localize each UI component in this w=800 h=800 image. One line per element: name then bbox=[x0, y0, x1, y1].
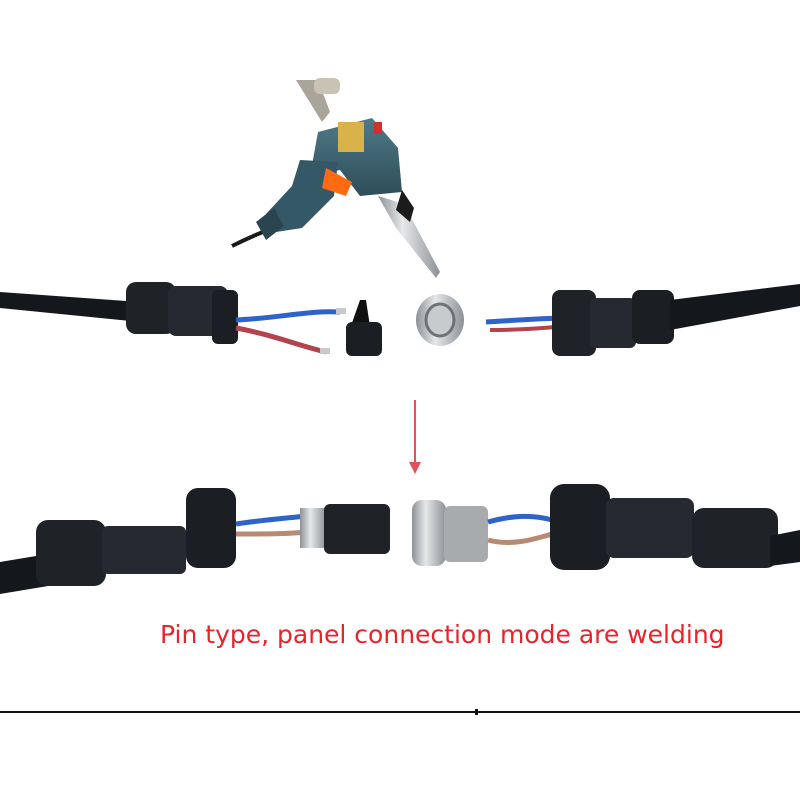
top-left-cable-assembly bbox=[0, 282, 346, 355]
arrow-down-icon bbox=[409, 400, 421, 474]
small-connector-parts bbox=[346, 294, 464, 356]
soldering-gun bbox=[231, 78, 440, 278]
bottom-right-cable-assembly bbox=[412, 484, 800, 570]
bottom-left-cable-assembly bbox=[0, 488, 390, 594]
caption-text: Pin type, panel connection mode are weld… bbox=[160, 620, 725, 649]
baseline-divider bbox=[0, 711, 800, 713]
top-right-cable-assembly bbox=[485, 284, 800, 356]
baseline-tick bbox=[475, 709, 478, 715]
